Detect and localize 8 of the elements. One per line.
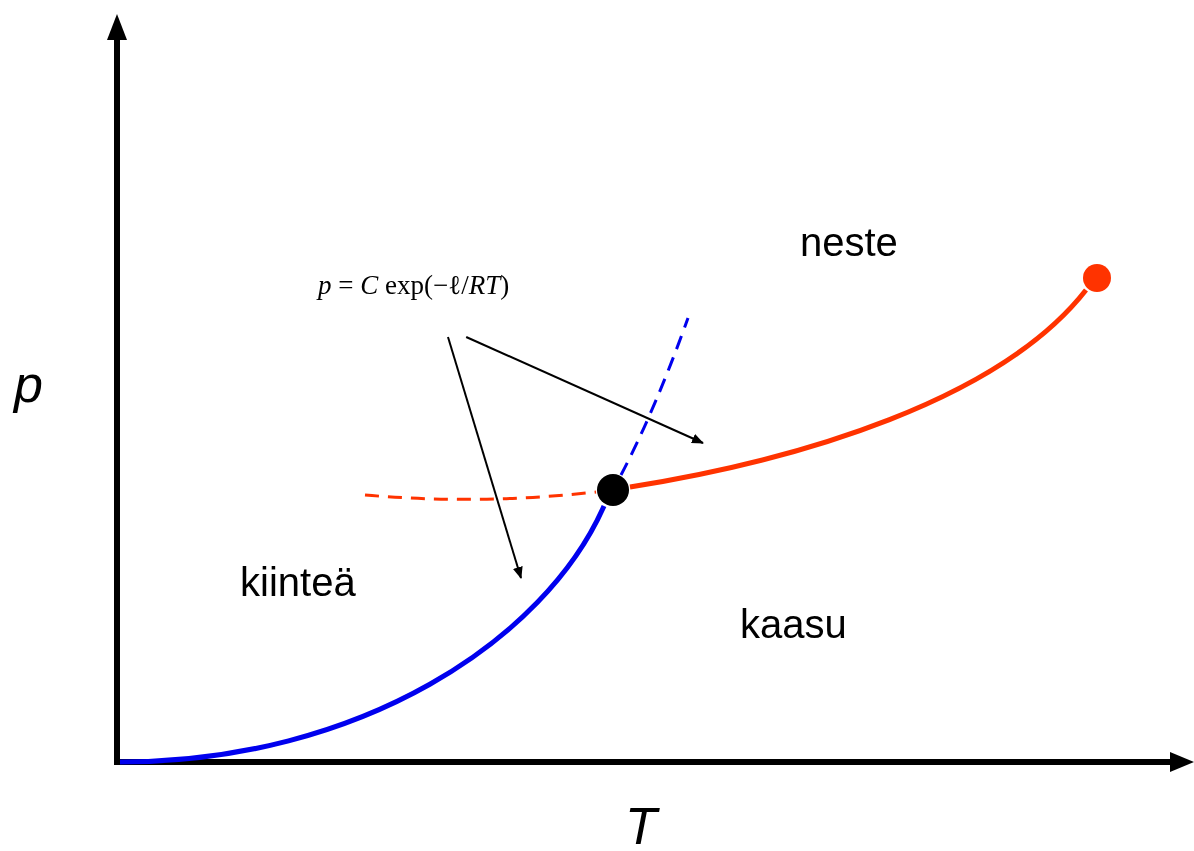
leader-arrow bbox=[447, 336, 523, 579]
leader-arrow bbox=[465, 336, 704, 444]
formula: p = C exp(−ℓ/RT) bbox=[318, 262, 510, 337]
vaporization-curve bbox=[629, 288, 1088, 490]
region-label: neste bbox=[800, 222, 898, 262]
region-label: kaasu bbox=[740, 604, 847, 644]
sublimation-curve bbox=[119, 504, 607, 765]
region-label: kiinteä bbox=[240, 562, 356, 602]
